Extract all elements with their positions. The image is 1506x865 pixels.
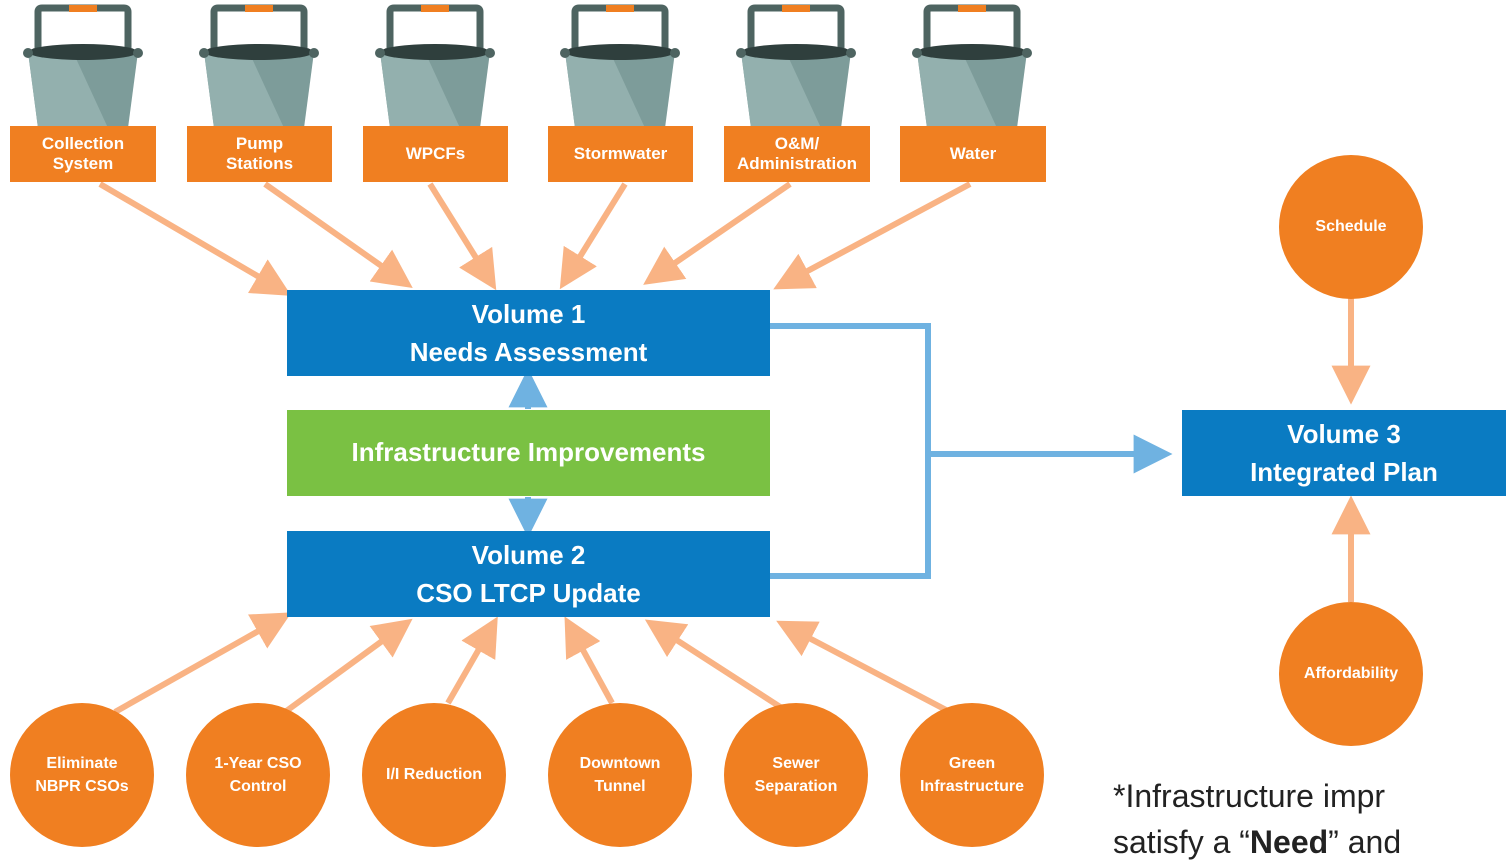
arrow-bottom-3 — [445, 616, 498, 705]
bucket-label-om-administration: O&M/Administration — [724, 126, 870, 182]
arrow-top-2 — [263, 181, 413, 288]
arrow-bottom-2 — [283, 618, 413, 715]
arrow-bottom-4 — [564, 616, 615, 705]
diagram-canvas — [23, 4, 1371, 715]
arrow-bottom-1 — [113, 612, 292, 715]
arrow-top-4 — [559, 182, 628, 290]
arrow-top-5 — [643, 181, 792, 285]
bucket-icon — [736, 4, 856, 128]
bucket-icon — [560, 4, 680, 128]
connector-vol1-vol2 — [770, 323, 931, 579]
bucket-icon — [199, 4, 319, 128]
footnote: *Infrastructure impr satisfy a “Need” an… — [1113, 773, 1401, 865]
footnote-line1: *Infrastructure impr — [1113, 778, 1386, 814]
bucket-icon — [375, 4, 495, 128]
arrow-top-6 — [773, 181, 972, 290]
arrow-bottom-5 — [644, 619, 790, 715]
arrow-top-1 — [98, 181, 292, 296]
affordability-circle: Affordability — [1279, 602, 1423, 746]
arrow-top-3 — [427, 182, 497, 291]
bucket-icon — [912, 4, 1032, 128]
infrastructure-improvements-box: Infrastructure Improvements — [287, 410, 770, 496]
circle-ii-reduction: I/I Reduction — [362, 703, 506, 847]
bucket-label-wpcfs: WPCFs — [363, 126, 508, 182]
bucket-label-water: Water — [900, 126, 1046, 182]
footnote-line2: satisfy a “Need” and — [1113, 824, 1402, 860]
bucket-label-stormwater: Stormwater — [548, 126, 693, 182]
schedule-circle: Schedule — [1279, 155, 1423, 299]
arrow-bottom-6 — [776, 620, 952, 715]
bucket-icon — [23, 4, 143, 128]
